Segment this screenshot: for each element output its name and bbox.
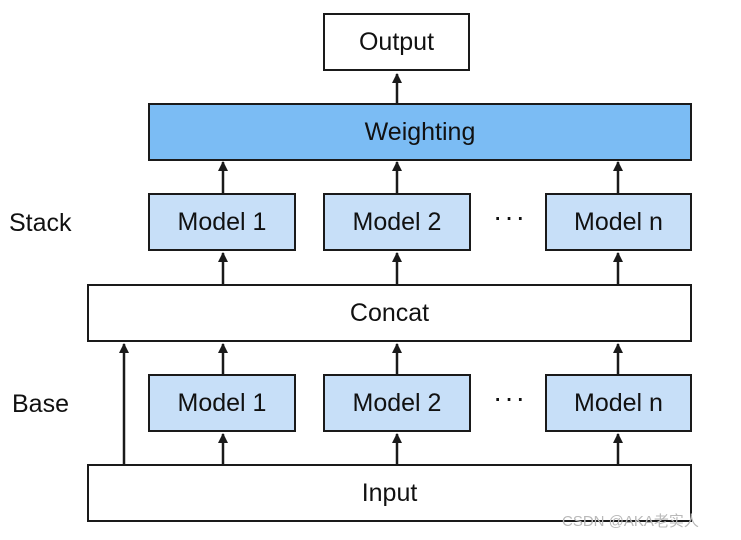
base-ellipsis: ··· xyxy=(493,382,527,413)
weighting-label: Weighting xyxy=(364,117,476,146)
base-model-n-label: Model n xyxy=(574,388,663,417)
stack-model-1-box: Model 1 xyxy=(148,193,296,251)
stack-model-2-label: Model 2 xyxy=(352,207,442,236)
stack-label: Stack xyxy=(9,209,72,237)
base-model-2-box: Model 2 xyxy=(323,374,471,432)
input-box: Input xyxy=(87,464,692,522)
watermark-text: CSDN @AKA老实人 xyxy=(562,513,699,530)
output-label: Output xyxy=(358,27,435,56)
base-model-n-box: Model n xyxy=(545,374,692,432)
stack-model-n-box: Model n xyxy=(545,193,692,251)
weighting-box: Weighting xyxy=(148,103,692,161)
base-label: Base xyxy=(12,390,69,418)
output-box: Output xyxy=(323,13,470,71)
base-model-2-label: Model 2 xyxy=(352,388,442,417)
stack-model-2-box: Model 2 xyxy=(323,193,471,251)
stack-model-n-label: Model n xyxy=(574,207,663,236)
stack-model-1-label: Model 1 xyxy=(177,207,267,236)
base-model-1-label: Model 1 xyxy=(177,388,267,417)
input-label: Input xyxy=(361,478,418,507)
base-model-1-box: Model 1 xyxy=(148,374,296,432)
stack-ellipsis: ··· xyxy=(493,201,527,232)
concat-label: Concat xyxy=(349,298,430,327)
concat-box: Concat xyxy=(87,284,692,342)
